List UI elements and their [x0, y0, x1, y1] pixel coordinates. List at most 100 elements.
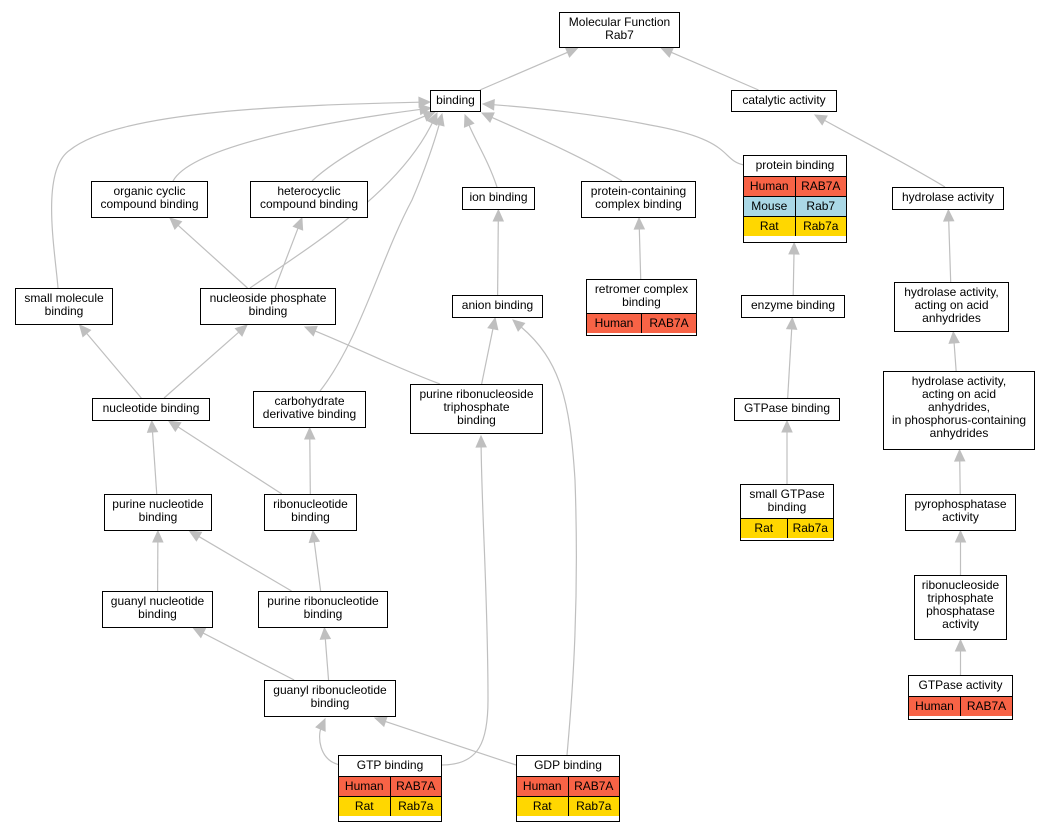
term-node-gtpasebind[interactable]: GTPase binding — [734, 398, 840, 421]
edge-binding-to-mf — [479, 51, 569, 91]
term-label-line: acting on acid — [921, 387, 997, 401]
gene-cell[interactable]: RAB7A — [794, 176, 846, 197]
term-node-anion[interactable]: anion binding — [452, 295, 543, 318]
species-cell[interactable]: Mouse — [744, 196, 795, 217]
term-label: binding — [431, 91, 480, 111]
edge-hydrolase-to-catalytic-arrowhead — [813, 114, 828, 126]
term-node-hydrolase[interactable]: hydrolase activity — [892, 187, 1004, 210]
edge-enzyme-to-protein-arrowhead — [788, 241, 800, 255]
gene-cell[interactable]: RAB7A — [567, 776, 619, 797]
term-node-enzyme[interactable]: enzyme binding — [741, 295, 845, 318]
edge-anion-to-ion — [497, 219, 499, 296]
gene-cell[interactable]: RAB7A — [389, 776, 441, 797]
species-cell[interactable]: Rat — [744, 216, 795, 236]
edge-hetero-to-binding-arrowhead — [422, 110, 437, 122]
edge-enzyme-to-protein — [792, 252, 795, 296]
edge-guanylribo-to-guanyl — [201, 632, 295, 681]
edge-purribo-to-ribonuc-arrowhead — [308, 529, 321, 544]
edge-purtri-to-anion — [481, 327, 494, 385]
species-cell[interactable]: Human — [744, 176, 795, 197]
term-label-line: binding — [622, 295, 661, 309]
term-label: GDP binding — [517, 756, 619, 776]
term-label-line: small molecule — [24, 291, 104, 305]
edge-purribo-to-purnuc-arrowhead — [188, 530, 203, 542]
species-cell[interactable]: Human — [909, 696, 961, 716]
term-label-line: activity — [942, 617, 979, 631]
species-cell[interactable]: Human — [517, 776, 568, 797]
edge-carbo-to-binding — [319, 123, 440, 392]
edge-ribotri-to-pyro-arrowhead — [954, 529, 967, 543]
edge-nucleotide-to-smallmol — [85, 332, 142, 399]
edge-hydphos-to-hydacid — [953, 341, 957, 372]
term-node-catalytic[interactable]: catalytic activity — [731, 90, 837, 112]
edge-anion-to-ion-arrowhead — [492, 208, 505, 222]
term-label-line: purine ribonucleotide — [267, 594, 379, 608]
term-label-line: anhydrides — [922, 311, 981, 325]
term-node-nucleotide[interactable]: nucleotide binding — [92, 398, 210, 421]
edge-protein-to-binding-arrowhead — [481, 99, 495, 111]
edge-pyro-to-hydphos — [959, 459, 961, 495]
term-label-line: hydrolase activity — [901, 190, 995, 204]
gene-cell[interactable]: Rab7 — [794, 196, 846, 217]
gene-cell[interactable]: Rab7a — [389, 796, 441, 816]
term-label: hydrolase activity — [893, 188, 1003, 208]
species-cell[interactable]: Rat — [741, 518, 787, 538]
term-label-line: ribonucleotide — [273, 497, 348, 511]
species-cell[interactable]: Human — [587, 313, 642, 333]
term-label-line: GTP binding — [356, 758, 424, 772]
gene-cell[interactable]: Rab7a — [786, 518, 833, 538]
edge-binding-to-mf-arrowhead — [564, 47, 579, 58]
gene-cell[interactable]: RAB7A — [960, 696, 1012, 716]
edge-guanylribo-to-purribo-arrowhead — [319, 626, 332, 640]
gene-cell[interactable]: Rab7a — [794, 216, 846, 236]
term-label: nucleotide binding — [93, 399, 209, 419]
term-node-ion[interactable]: ion binding — [462, 187, 535, 210]
term-label-line: Rab7 — [605, 28, 634, 42]
species-cell[interactable]: Human — [339, 776, 390, 797]
species-cell[interactable]: Rat — [339, 796, 390, 816]
gene-cell[interactable]: Rab7a — [567, 796, 619, 816]
edge-gtp-to-purtri — [441, 445, 489, 766]
term-label-line: pyrophosphatase — [914, 497, 1007, 511]
term-label-line: binding — [303, 607, 343, 621]
gene-cell[interactable]: RAB7A — [641, 313, 696, 333]
term-node-binding[interactable]: binding — [430, 90, 481, 112]
term-label: GTP binding — [339, 756, 441, 776]
term-label-line: purine ribonucleoside — [419, 387, 534, 401]
species-cell[interactable]: Rat — [517, 796, 568, 816]
edge-pyro-to-hydphos-arrowhead — [953, 448, 966, 462]
edge-ion-to-binding-arrowhead — [463, 113, 475, 128]
